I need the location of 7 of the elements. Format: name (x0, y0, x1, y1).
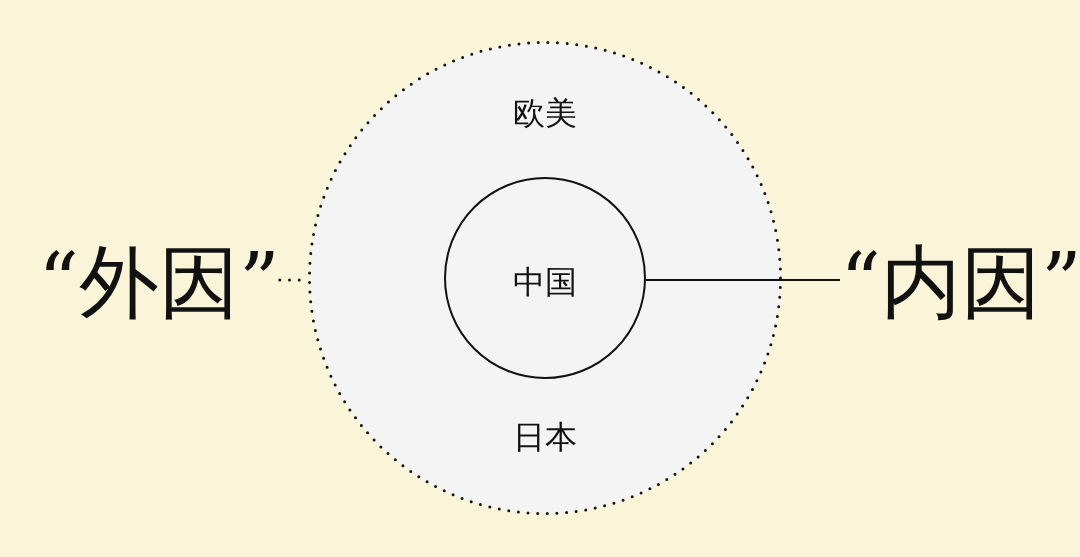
region-label: 欧美 (513, 97, 577, 129)
region-label: 中国 (513, 266, 577, 298)
region-label: 日本 (513, 421, 577, 453)
term-label: “内因” (840, 243, 1080, 323)
outer-circle (308, 41, 782, 515)
connector-line (645, 279, 841, 281)
term-label: “外因” (38, 243, 280, 323)
